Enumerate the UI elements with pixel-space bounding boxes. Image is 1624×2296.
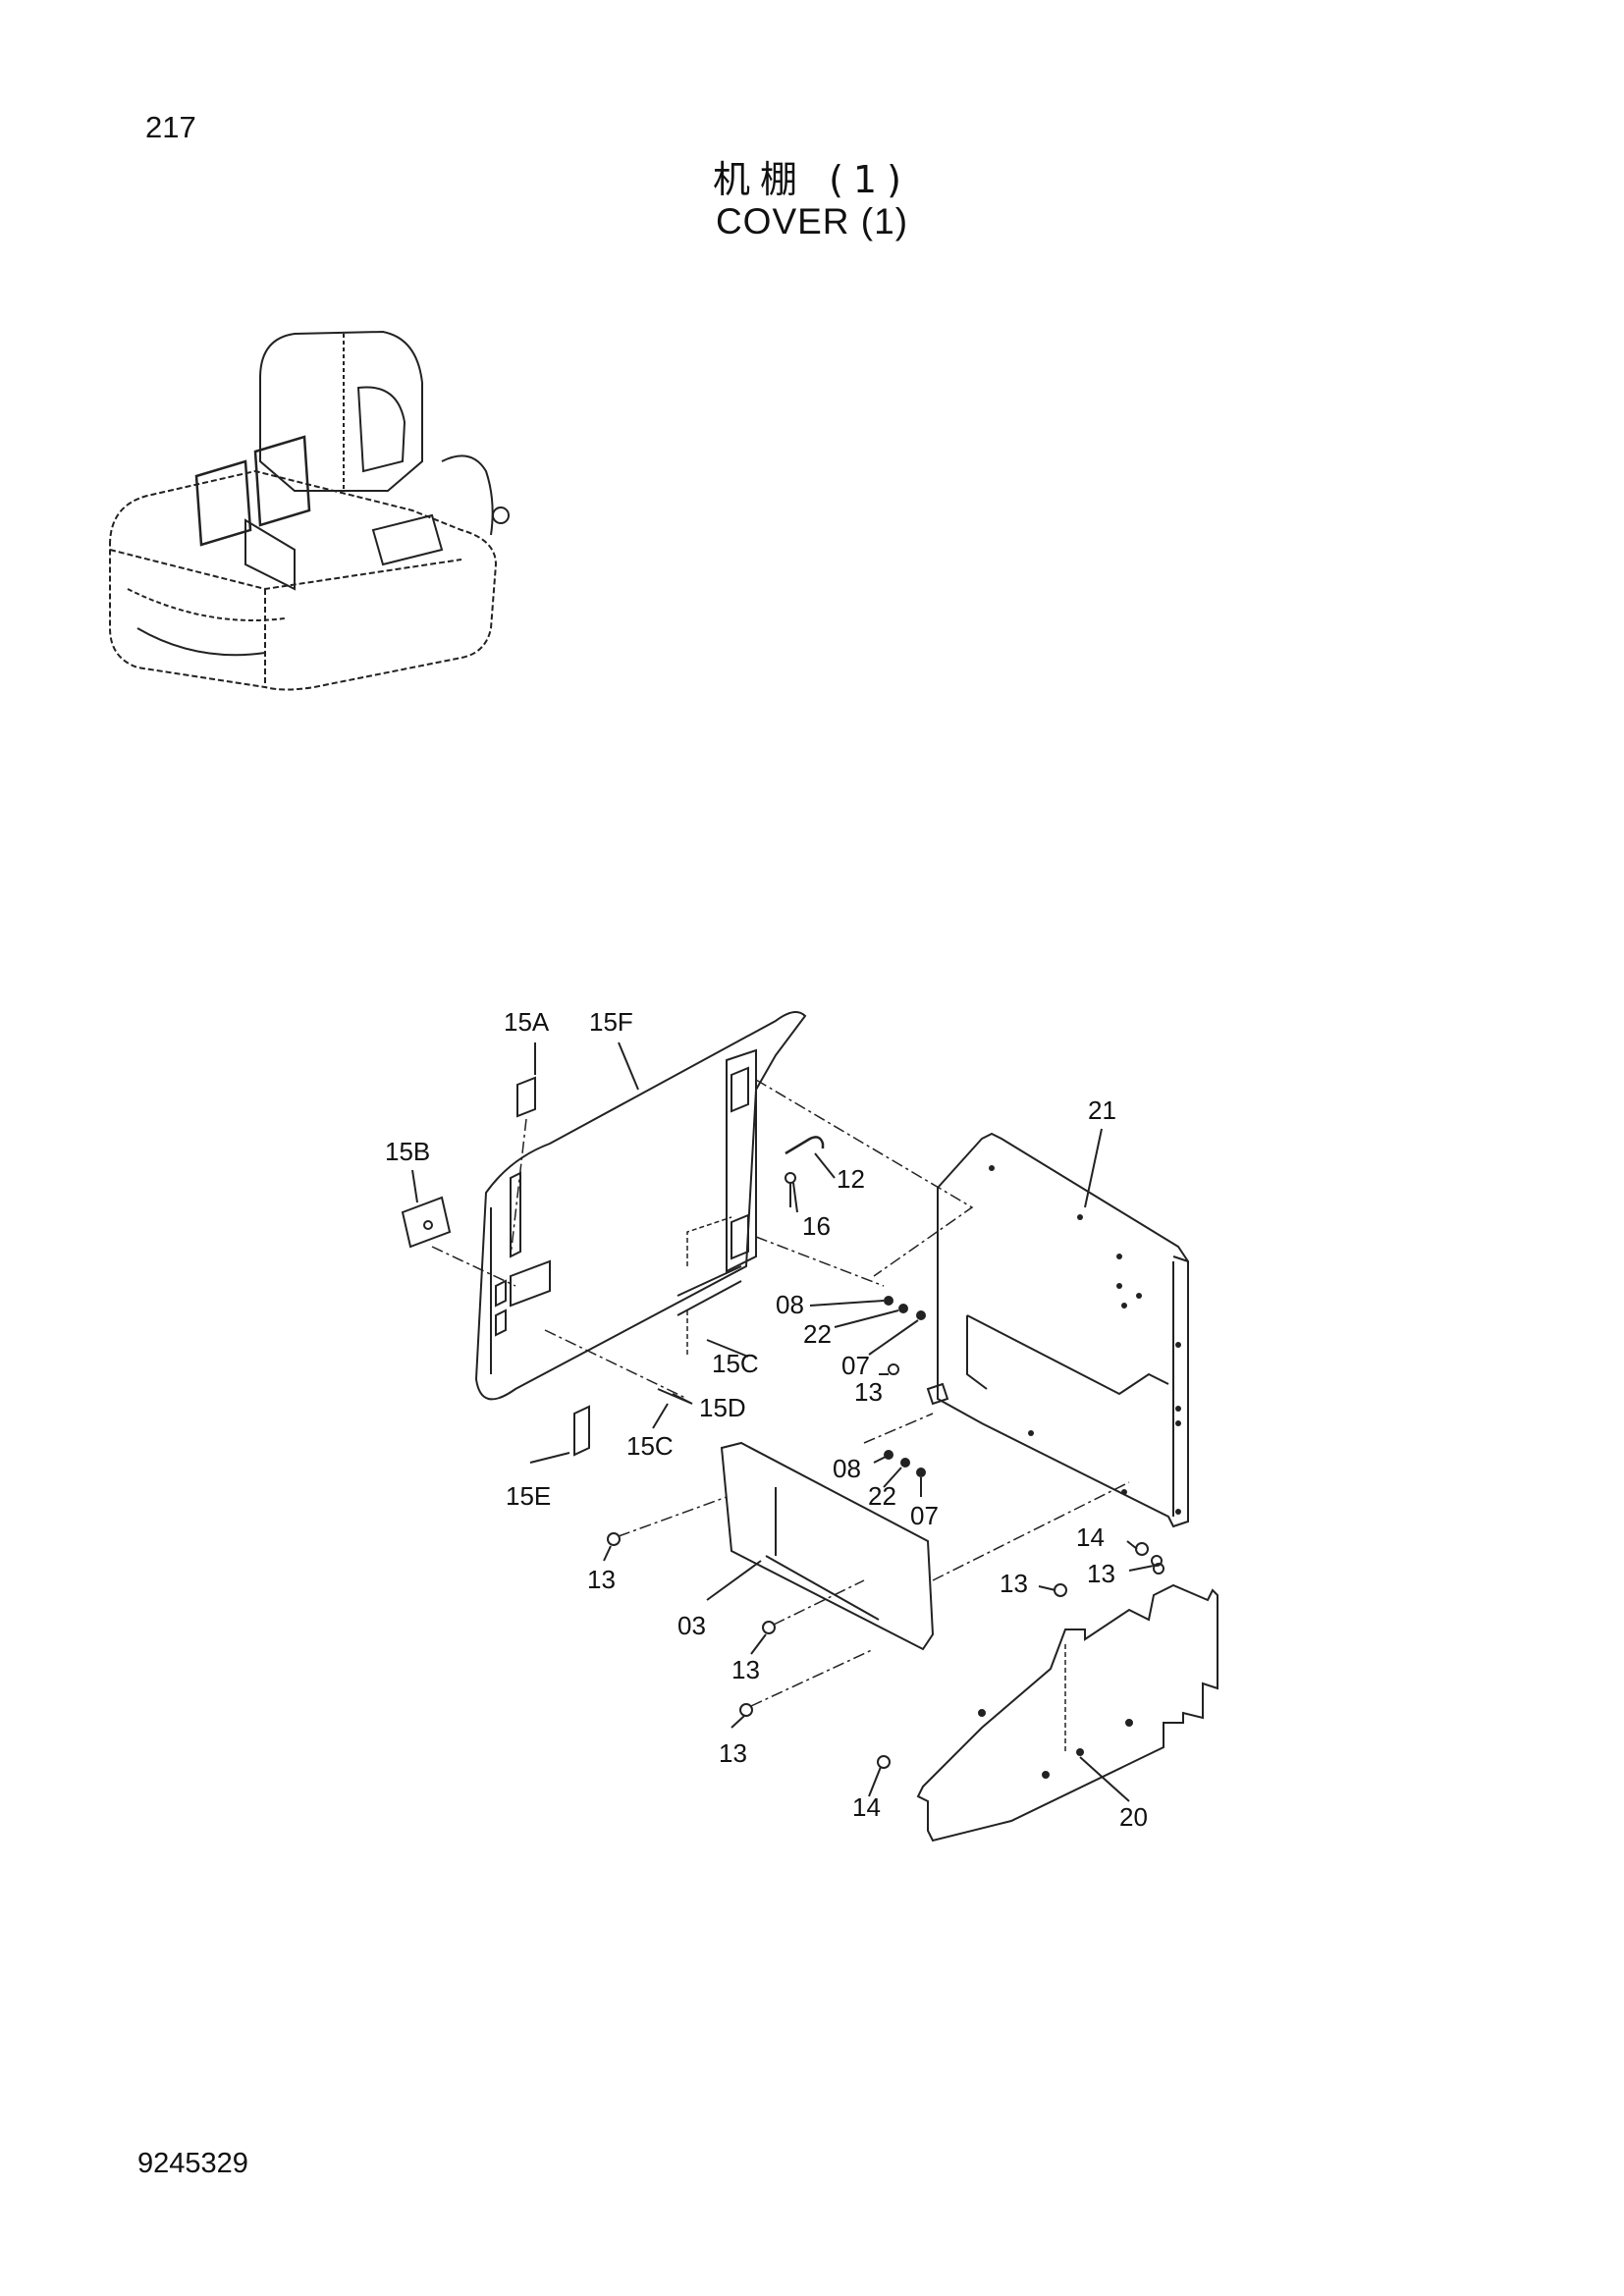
part-15E-decal	[573, 1405, 590, 1457]
callout-15C-upper: 15C	[712, 1349, 759, 1378]
part-15A-decal	[516, 1076, 536, 1118]
callout-22-upper: 22	[803, 1319, 832, 1349]
callout-21: 21	[1088, 1095, 1116, 1125]
part-12-handle	[785, 1136, 825, 1155]
callout-07-upper: 07	[841, 1351, 870, 1380]
callout-13-lower-b: 13	[719, 1738, 747, 1768]
callout-15B: 15B	[385, 1137, 430, 1166]
callout-15D: 15D	[699, 1393, 746, 1422]
callout-07-lower: 07	[910, 1501, 939, 1530]
part-15B-bracket	[401, 1196, 452, 1249]
callout-22-lower: 22	[868, 1481, 896, 1511]
callout-16: 16	[802, 1211, 831, 1241]
callout-15E: 15E	[506, 1481, 551, 1511]
callout-03: 03	[677, 1611, 706, 1640]
callout-08-upper: 08	[776, 1290, 804, 1319]
callout-13-lower-a: 13	[731, 1655, 760, 1684]
part-15F-cover-panel	[474, 1011, 807, 1401]
title-chinese: 机棚 (1)	[713, 158, 911, 201]
callout-14-upper: 14	[1076, 1522, 1105, 1552]
callout-13-mid: 13	[1000, 1569, 1028, 1598]
callout-20: 20	[1119, 1802, 1148, 1832]
title-english: COVER (1)	[715, 201, 909, 241]
callout-12: 12	[837, 1164, 865, 1194]
part-21-side-panel	[937, 1132, 1189, 1528]
callout-13-right: 13	[1087, 1559, 1115, 1588]
callout-13-left: 13	[587, 1565, 616, 1594]
part-20-lower-panel	[916, 1583, 1218, 1842]
callout-15C-lower: 15C	[626, 1431, 674, 1461]
callout-13-upper: 13	[854, 1377, 883, 1407]
callout-14-lower: 14	[852, 1792, 881, 1822]
part-03-panel	[720, 1441, 935, 1651]
page-number: 217	[145, 110, 196, 144]
callout-15A: 15A	[504, 1007, 550, 1037]
callout-08-lower: 08	[833, 1454, 861, 1483]
callout-15F: 15F	[589, 1007, 633, 1037]
document-number: 9245329	[137, 2148, 248, 2179]
